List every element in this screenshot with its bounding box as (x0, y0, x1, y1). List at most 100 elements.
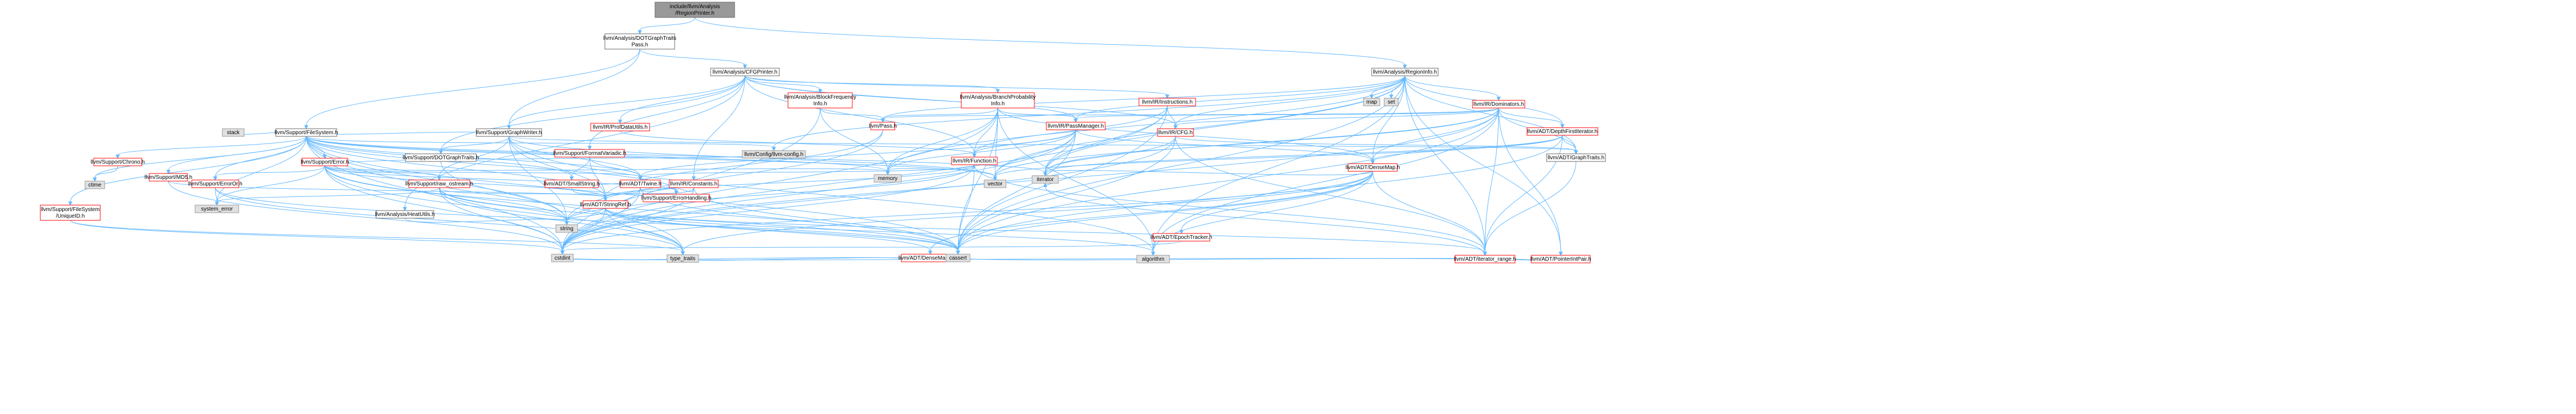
node-box (945, 254, 971, 262)
edge-filesystem-to-uniqueid (68, 136, 307, 206)
node-box (554, 149, 625, 158)
node-label: cstdint (555, 255, 571, 261)
edge-cfgprinter-to-blockfreq (744, 75, 822, 94)
node-algorithm: algorithm (1136, 255, 1170, 263)
node-map: map (1363, 98, 1380, 106)
edge-regioninfo-to-memory (886, 75, 1405, 176)
node-label: llvm/Analysis/CFGPrinter.h (713, 69, 778, 75)
node-label: llvm/IR/Function.h (953, 158, 996, 164)
node-label: Info.h (813, 101, 827, 107)
node-label: llvm/IR/ProfDataUtils.h (593, 124, 648, 130)
node-box (1153, 233, 1210, 242)
node-label: llvm/Support/ErrorOr.h (188, 181, 242, 187)
edge-supporterror-to-erroror (213, 165, 325, 181)
node-filesystem[interactable]: llvm/Support/FileSystem.h (275, 128, 338, 137)
node-box (961, 92, 1035, 109)
node-irfunction[interactable]: llvm/IR/Function.h (951, 157, 998, 165)
edge-densemap-to-iteratorrange (1372, 171, 1487, 256)
node-profdata[interactable]: llvm/IR/ProfDataUtils.h (590, 123, 650, 131)
node-memory: memory (874, 174, 902, 183)
node-regioninfo[interactable]: llvm/Analysis/RegionInfo.h (1371, 68, 1439, 76)
node-box (375, 210, 434, 219)
node-epochtracker[interactable]: llvm/ADT/EpochTracker.h (1151, 233, 1213, 242)
node-box (1531, 255, 1591, 263)
edge-dominators-to-dfiterator (1498, 107, 1565, 129)
node-box (84, 181, 105, 189)
node-uniqueid[interactable]: llvm/Support/FileSystem/UniqueID.h (40, 205, 101, 221)
node-root[interactable]: include/llvm/Analysis/RegionPrinter.h (654, 2, 735, 18)
node-box (742, 150, 806, 159)
node-dfiterator[interactable]: llvm/ADT/DepthFirstIterator.h (1526, 127, 1598, 136)
node-twine[interactable]: llvm/ADT/Twine.h (619, 179, 662, 188)
node-irconstants[interactable]: llvm/IR/Constants.h (669, 179, 719, 188)
node-label: llvm/Support/ErrorHandling.h (641, 195, 711, 201)
node-box (476, 128, 542, 137)
edge-dotgtp-to-cfgprinter (639, 49, 747, 69)
edge-uniqueid-to-cstdint (70, 220, 565, 255)
edge-graphtraits-to-iteratorrange (1483, 161, 1577, 256)
node-label: llvm/IR/Instructions.h (1142, 99, 1193, 105)
node-errorhandling[interactable]: llvm/Support/ErrorHandling.h (641, 194, 711, 202)
node-box (275, 128, 337, 137)
node-graphwriter[interactable]: llvm/Support/GraphWriter.h (476, 128, 542, 137)
node-label: /UniqueID.h (56, 213, 85, 219)
node-formatvariadic[interactable]: llvm/Support/FormatVariadic.h (553, 149, 626, 158)
node-label: llvm/ADT/SmallString.h (544, 181, 600, 187)
node-dotgraphtraits[interactable]: llvm/Support/DOTGraphTraits.h (403, 153, 479, 162)
node-label: memory (878, 176, 898, 182)
node-iteratorrange[interactable]: llvm/ADT/iterator_range.h (1454, 255, 1516, 263)
node-label: llvm/Support/FileSystem (41, 207, 100, 213)
node-box (40, 205, 101, 221)
node-box (1526, 127, 1598, 136)
node-label: llvm/Support/MD5.h (144, 175, 192, 181)
node-label: /RegionPrinter.h (675, 10, 714, 16)
node-box (870, 122, 895, 130)
node-densemap[interactable]: llvm/ADT/DenseMap.h (1345, 163, 1400, 172)
node-label: llvm/Support/FormatVariadic.h (553, 151, 626, 157)
node-dominators[interactable]: llvm/IR/Dominators.h (1472, 100, 1525, 109)
node-label: llvm/ADT/iterator_range.h (1454, 256, 1516, 262)
node-pass[interactable]: llvm/Pass.h (869, 122, 897, 130)
node-densemapinfo[interactable]: llvm/ADT/DenseMapInfo.h (899, 254, 962, 262)
node-label: llvm/Support/FileSystem.h (275, 130, 338, 136)
node-label: string (560, 226, 573, 232)
node-label: llvm/IR/PassManager.h (1048, 123, 1104, 129)
edge-branchprob-to-pass (881, 107, 998, 123)
edge-regioninfo-to-llvmconfig (772, 75, 1405, 152)
node-box (710, 68, 780, 76)
node-label: llvm/Analysis/BranchProbability (960, 94, 1036, 100)
edge-filesystem-to-llvmconfig (306, 136, 776, 152)
node-irpassmanager[interactable]: llvm/IR/PassManager.h (1046, 122, 1106, 130)
node-label: llvm/IR/Constants.h (670, 181, 718, 187)
node-supporterror[interactable]: llvm/Support/Error.h (301, 158, 349, 166)
node-chrono[interactable]: llvm/Support/Chrono.h (90, 158, 145, 166)
edge-irpassmanager-to-twine (638, 129, 1076, 181)
node-ircfg[interactable]: llvm/IR/CFG.h (1157, 128, 1194, 137)
edge-twine-to-cstdint (560, 187, 641, 255)
node-stringref[interactable]: llvm/ADT/StringRef.h (580, 200, 631, 209)
node-box (1348, 163, 1398, 172)
edge-dominators-to-vector (993, 107, 1499, 181)
node-graphtraits[interactable]: llvm/ADT/GraphTraits.h (1546, 153, 1606, 162)
node-rawostream[interactable]: llvm/Support/raw_ostream.h (405, 179, 474, 188)
edge-densemap-to-typetraits (681, 171, 1373, 256)
edge-dfiterator-to-iterator (1043, 135, 1563, 177)
node-box (669, 179, 719, 188)
node-heatutils[interactable]: llvm/Analysis/HeatUtils.h (375, 210, 435, 219)
node-label: Info.h (991, 101, 1004, 107)
node-smallstring[interactable]: llvm/ADT/SmallString.h (544, 179, 600, 188)
node-cfgprinter[interactable]: llvm/Analysis/CFGPrinter.h (710, 68, 780, 76)
node-box (93, 158, 142, 166)
edge-dominators-to-pass (881, 107, 1499, 123)
node-label: llvm/ADT/DenseMapInfo.h (899, 255, 962, 261)
node-vector: vector (984, 179, 1007, 188)
node-pointerintpair[interactable]: llvm/ADT/PointerIntPair.h (1530, 255, 1591, 263)
edge-chrono-to-ctime (93, 165, 118, 182)
node-label: llvm/Analysis/RegionInfo.h (1373, 69, 1437, 75)
node-erroror[interactable]: llvm/Support/ErrorOr.h (188, 179, 243, 188)
node-md5[interactable]: llvm/Support/MD5.h (144, 173, 192, 182)
node-instructions[interactable]: llvm/IR/Instructions.h (1138, 98, 1196, 106)
